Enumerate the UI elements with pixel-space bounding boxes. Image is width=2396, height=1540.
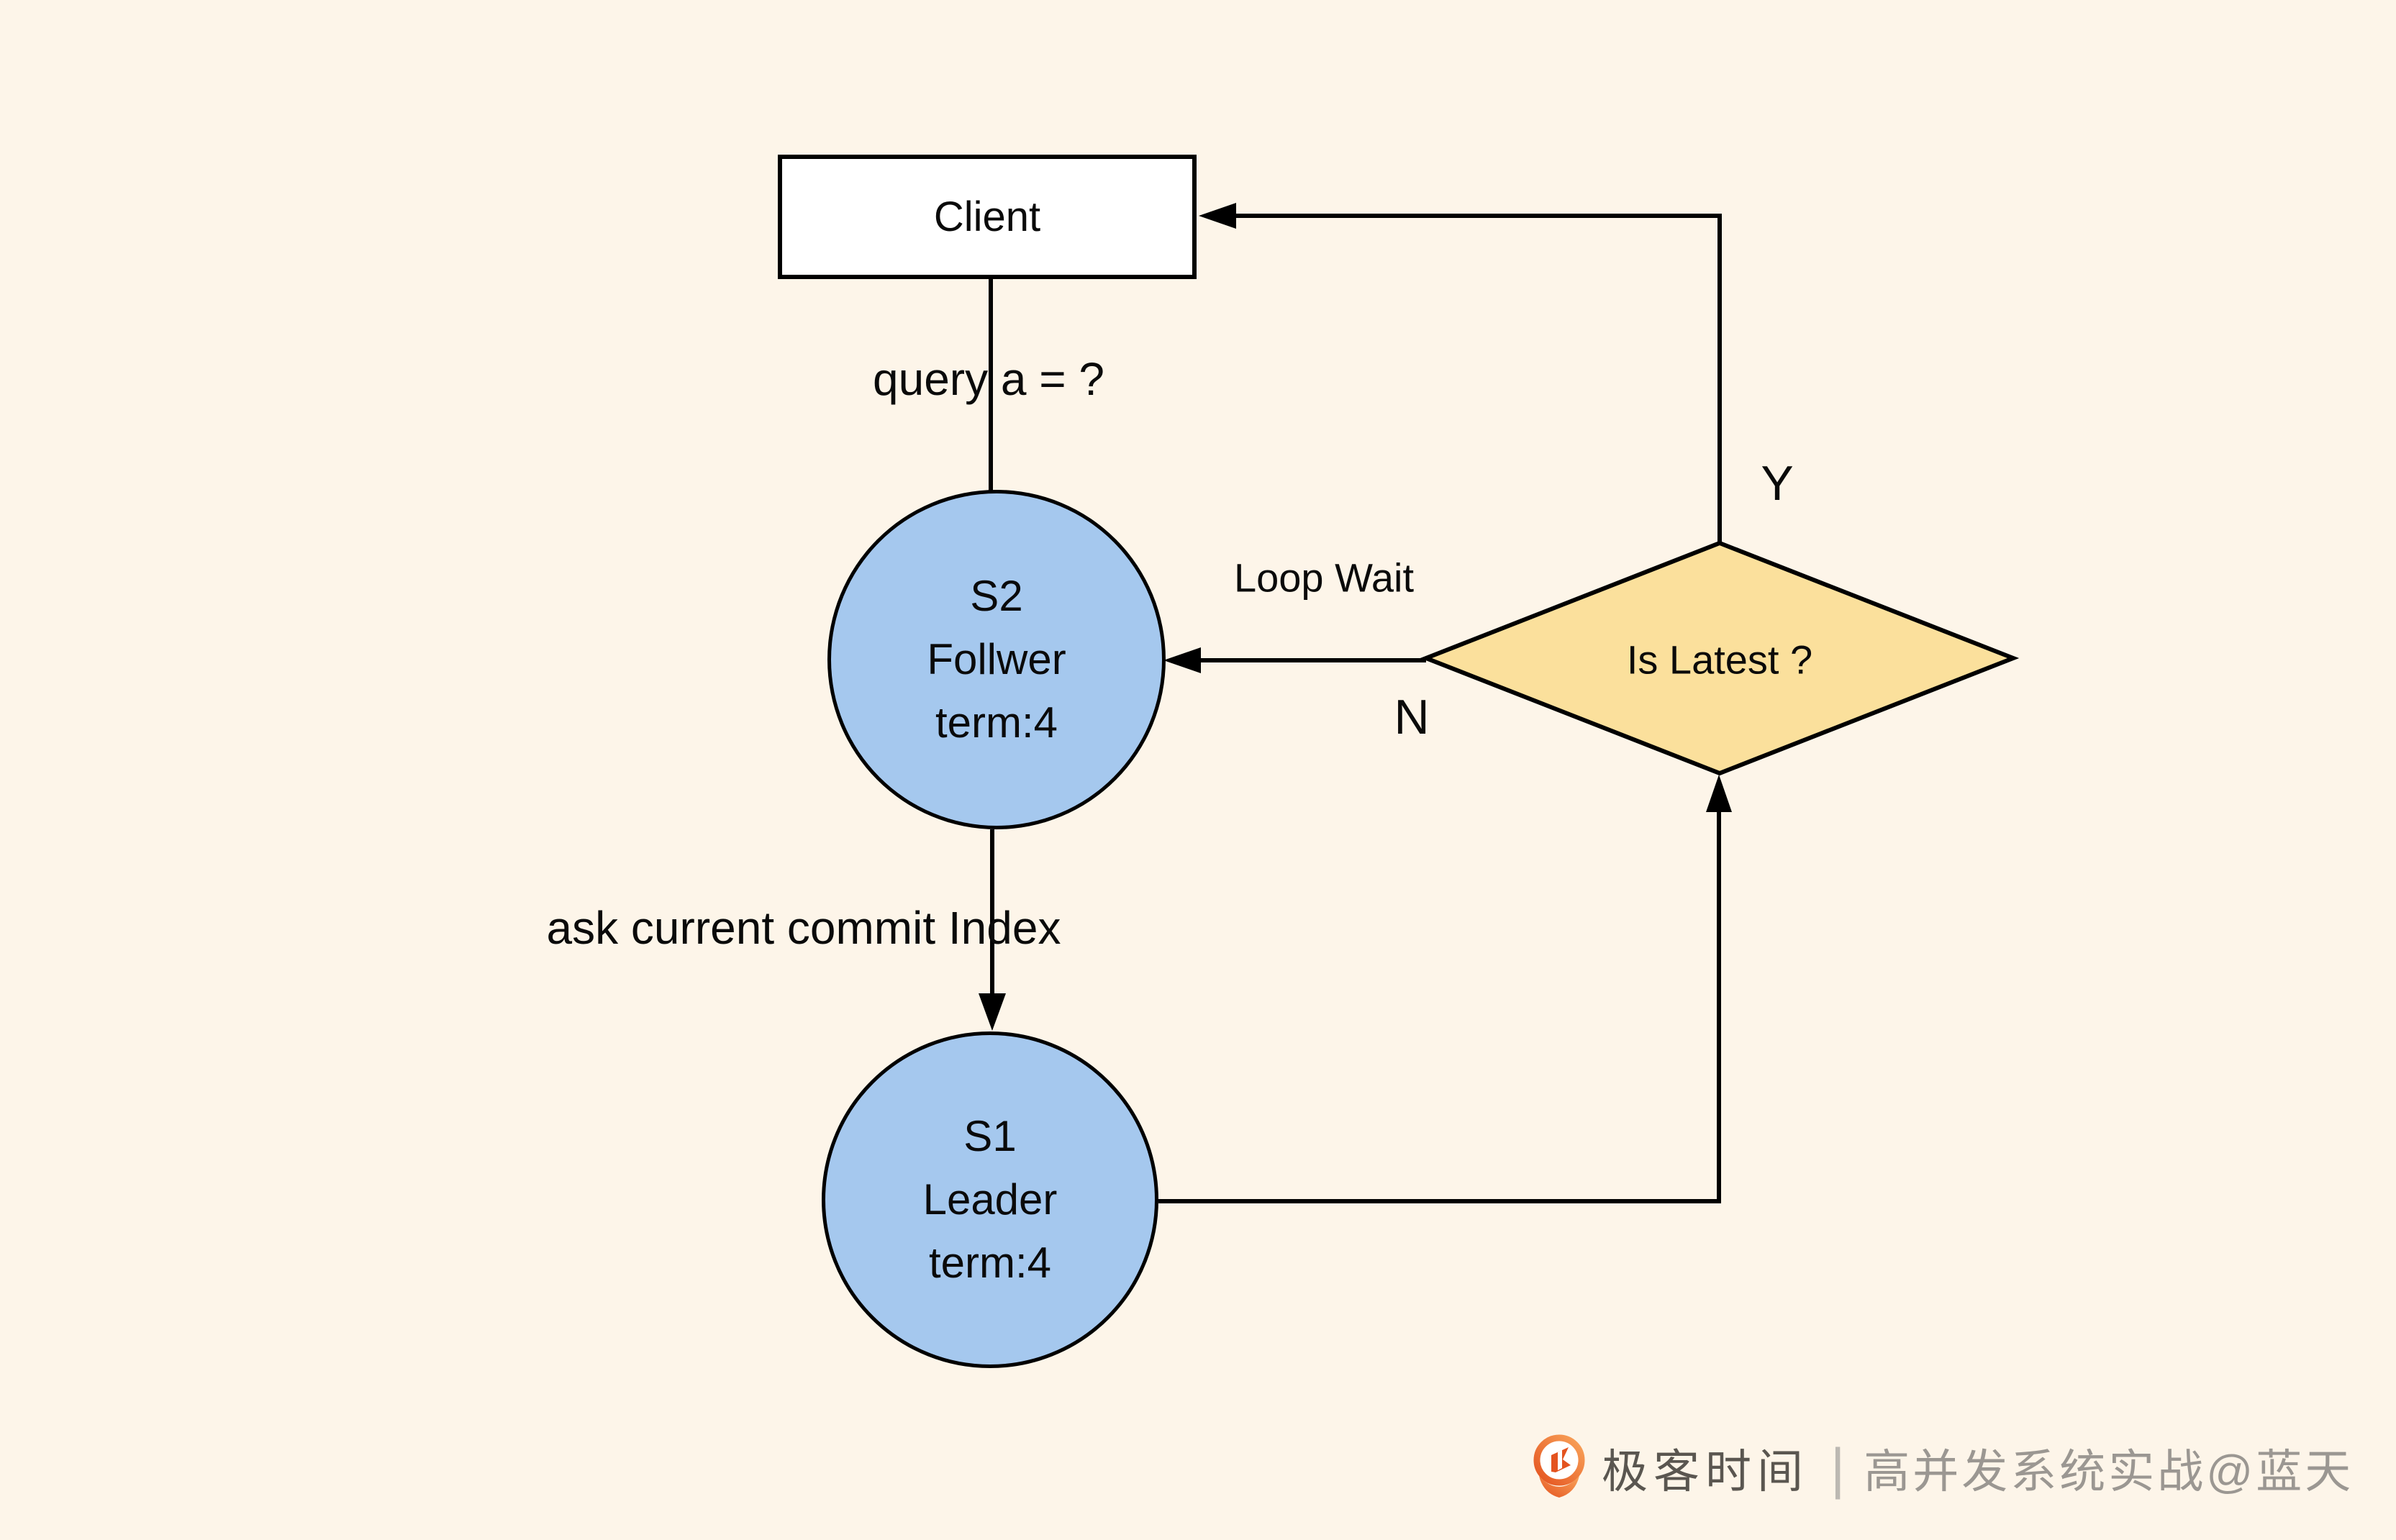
decision-diamond [1420,540,2020,776]
decision-node-label: Is Latest ? [1626,637,1813,683]
arrowhead-into-s2 [1163,647,1201,673]
s2-follower-node: S2 Follwer term:4 [827,490,1166,829]
edge-label-ask-commit-index: ask current commit Index [546,902,1061,954]
edge-decision-yes-to-client [1230,214,1722,543]
arrowhead-into-s1 [979,993,1006,1031]
s1-leader-node: S1 Leader term:4 [822,1031,1158,1368]
edge-label-yes: Y [1761,456,1794,511]
watermark: 极客时间 | 高并发系统实战@蓝天 [1533,1430,2354,1506]
arrowhead-into-client [1199,203,1236,229]
s1-node-term: term:4 [928,1239,1052,1287]
s1-node-role: Leader [922,1175,1058,1224]
edge-s1-to-decision [1158,806,1721,1203]
client-node: Client [778,155,1197,279]
watermark-credit-text: 高并发系统实战@蓝天 [1864,1446,2354,1498]
edge-label-query: query a = ? [873,353,1104,405]
client-node-label: Client [933,193,1041,240]
edge-label-no: N [1394,690,1430,744]
s1-node-id: S1 [963,1112,1017,1160]
watermark-divider: | [1830,1436,1846,1500]
geektime-logo-icon [1533,1434,1585,1498]
arrowhead-into-decision [1706,775,1732,812]
s2-node-id: S2 [970,572,1023,620]
s2-node-role: Follwer [927,635,1066,683]
s2-node-term: term:4 [935,698,1058,747]
edge-label-loop-wait: Loop Wait [1233,555,1415,601]
watermark-brand-text: 极客时间 [1602,1446,1809,1498]
